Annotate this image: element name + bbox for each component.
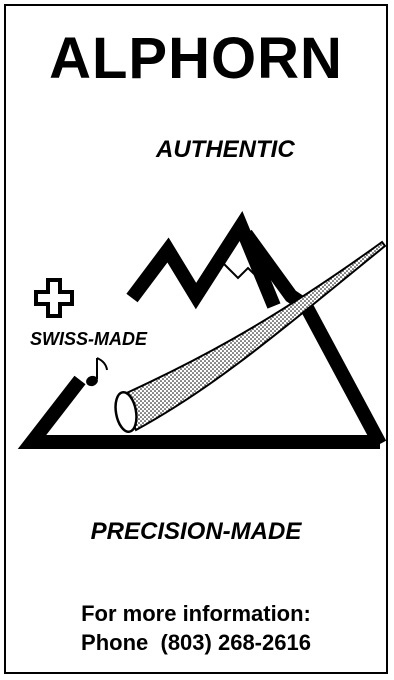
phone-number: Phone (803) 268-2616: [81, 629, 311, 655]
music-note-icon: [86, 357, 108, 387]
snow-line: [223, 263, 263, 283]
mountain-alphorn-illustration: [17, 210, 386, 449]
contact-info: For more information: Phone (803) 268-26…: [6, 600, 386, 657]
tagline-authentic: AUTHENTIC: [156, 136, 295, 163]
alphorn-icon: [114, 240, 386, 434]
contact-heading: For more information:: [81, 601, 311, 626]
swiss-made-label: SWISS-MADE: [30, 329, 147, 349]
tagline-precision: PRECISION-MADE: [90, 518, 302, 545]
ad-title: ALPHORN: [49, 26, 343, 91]
alphorn-advertisement: ALPHORN AUTHENTIC: [4, 4, 388, 674]
swiss-cross-icon: [34, 278, 74, 318]
